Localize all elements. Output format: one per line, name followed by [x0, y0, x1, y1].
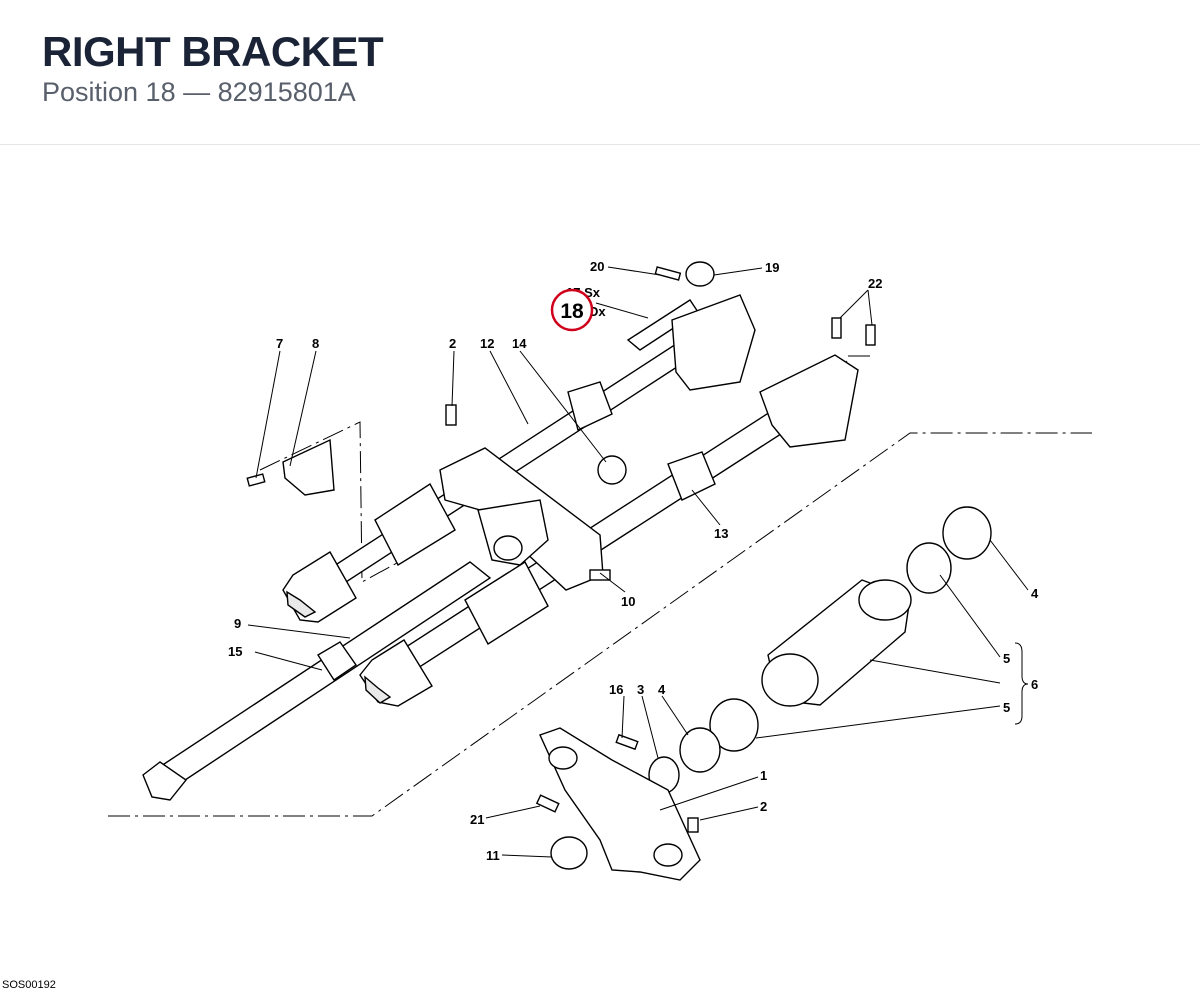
- bracket-right: [626, 294, 859, 448]
- small-parts: [246, 261, 876, 870]
- lower-crown: [539, 727, 701, 881]
- brace-6: [1014, 642, 1029, 725]
- label-5-top: 5: [1003, 651, 1010, 666]
- label-11: 11: [486, 848, 500, 863]
- highlight-circle: [550, 288, 594, 332]
- label-1: 1: [760, 768, 767, 783]
- steering-tube: [648, 506, 992, 794]
- highlight-label: 18: [560, 300, 584, 323]
- label-18-dx: Dx: [589, 304, 606, 319]
- label-4-right: 4: [1031, 586, 1039, 601]
- exploded-diagram: 20 19 17 Sx Dx 22 7 8 2 12 14 13 10 9 15…: [108, 259, 1092, 881]
- label-12: 12: [480, 336, 494, 351]
- part-number: 82915801A: [217, 77, 356, 107]
- label-10: 10: [621, 594, 635, 609]
- header: RIGHT BRACKET Position 18 — 82915801A: [0, 0, 1200, 145]
- drawing-code: SOS00192: [2, 979, 56, 991]
- separator: —: [183, 77, 211, 107]
- label-15: 15: [228, 644, 242, 659]
- axle-tube: [142, 561, 492, 801]
- label-2-bottom: 2: [760, 799, 767, 814]
- label-7: 7: [276, 336, 283, 351]
- label-5-bottom: 5: [1003, 700, 1010, 715]
- upper-crown: [439, 447, 604, 591]
- label-13: 13: [714, 526, 728, 541]
- label-4-bottom: 4: [658, 682, 666, 697]
- label-3: 3: [637, 682, 644, 697]
- page-title: RIGHT BRACKET: [42, 28, 384, 75]
- label-14: 14: [512, 336, 527, 351]
- axis-line-front: [108, 432, 1092, 817]
- label-9: 9: [234, 616, 241, 631]
- label-2-top: 2: [449, 336, 456, 351]
- leader-lines: [247, 266, 1029, 858]
- label-16: 16: [609, 682, 623, 697]
- label-22: 22: [868, 276, 882, 291]
- label-19: 19: [765, 260, 779, 275]
- page-subtitle: Position 18 — 82915801A: [42, 77, 356, 108]
- axis-line-bolt: [259, 421, 431, 583]
- position-label: Position 18: [42, 77, 176, 107]
- fork-leg-right: [359, 371, 847, 707]
- label-20: 20: [590, 259, 604, 274]
- label-8: 8: [312, 336, 319, 351]
- highlight-callout-18[interactable]: 18: [550, 288, 594, 332]
- label-6: 6: [1031, 677, 1038, 692]
- label-21: 21: [470, 812, 484, 827]
